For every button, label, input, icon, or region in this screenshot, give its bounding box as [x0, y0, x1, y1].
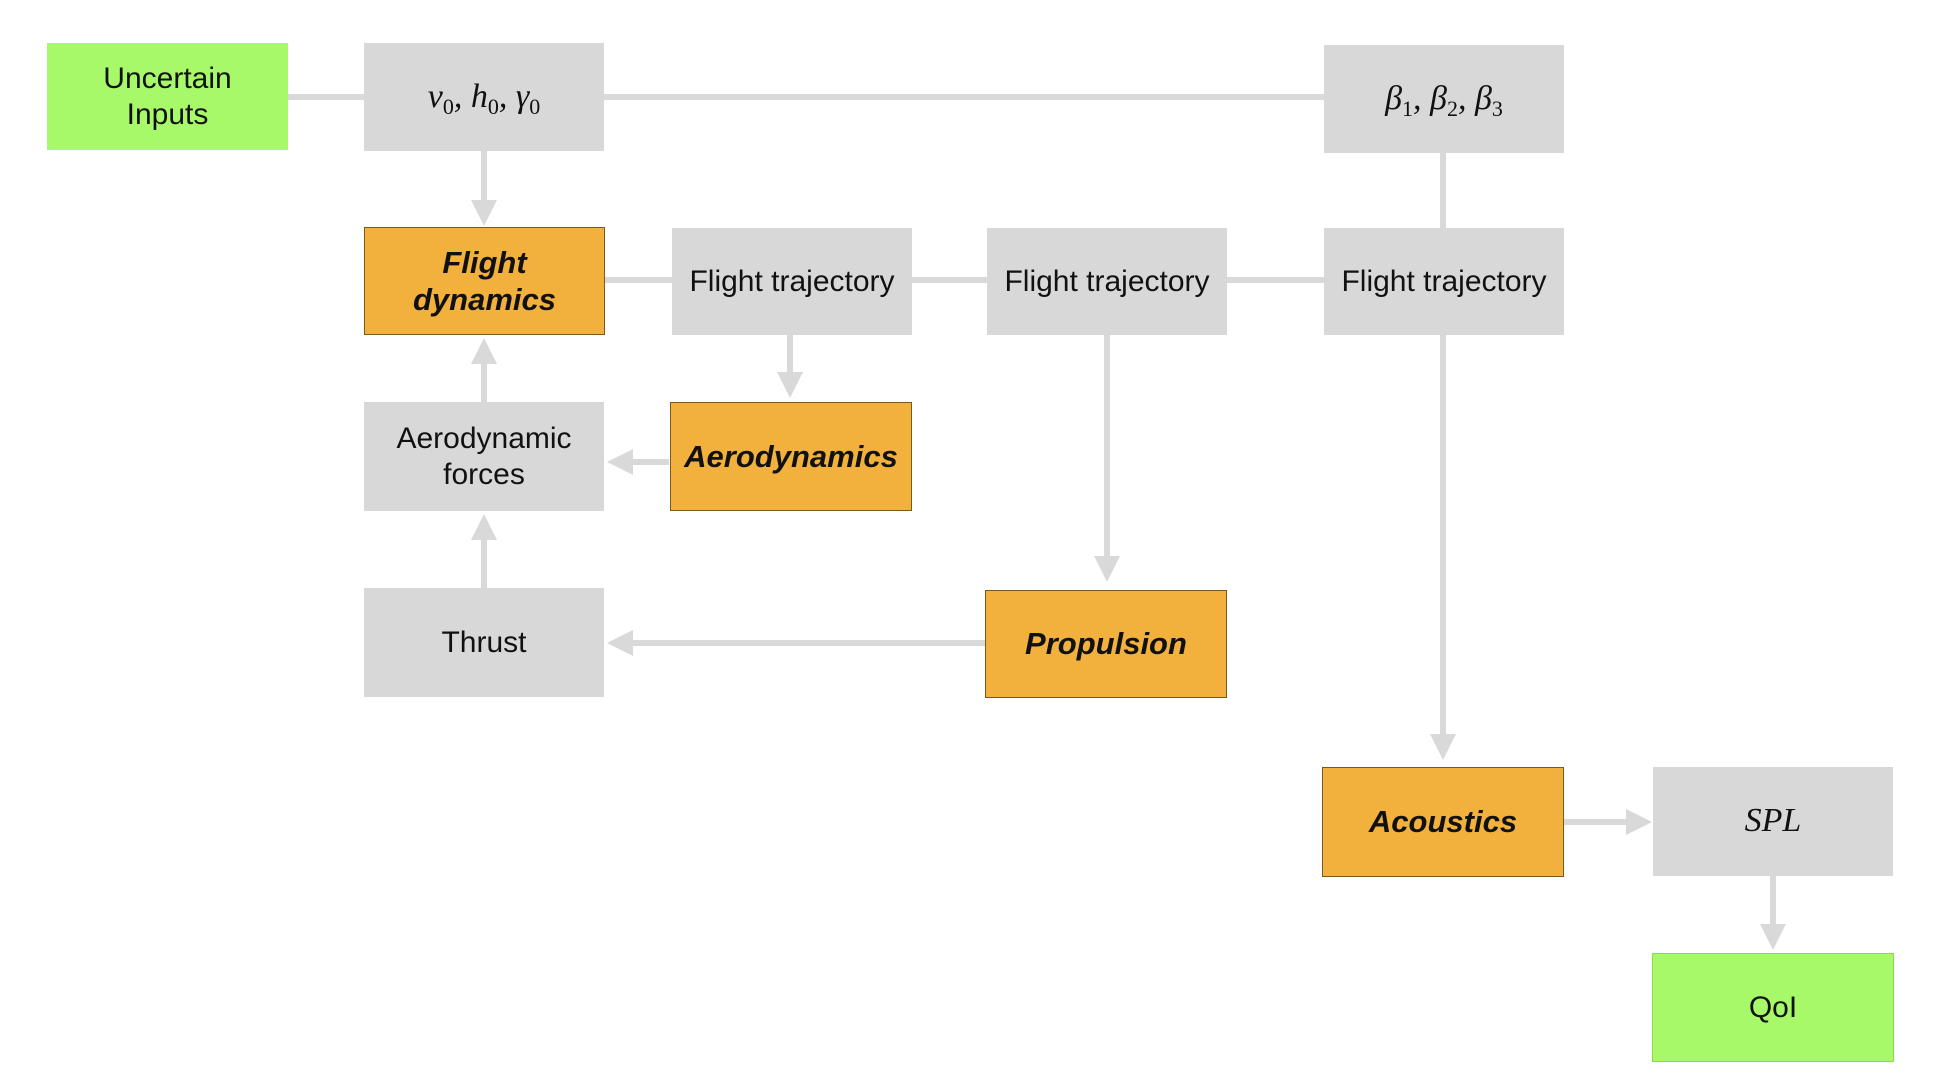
flight-trajectory-label-3: Flight trajectory [1341, 264, 1547, 298]
initial-conditions-label: v0, h0, γ0 [428, 77, 541, 118]
flight-trajectory-node-2: Flight trajectory [987, 228, 1227, 335]
flight-path-angle-subscript: 0 [529, 93, 541, 119]
aerodynamic-forces-node: Aerodynamic forces [364, 402, 604, 511]
flight-trajectory-node-1: Flight trajectory [672, 228, 912, 335]
beta-parameters-label: β1, β2, β3 [1385, 79, 1503, 120]
beta1-subscript: 1 [1402, 95, 1414, 121]
propulsion-node: Propulsion [985, 590, 1227, 698]
flight-trajectory-label-2: Flight trajectory [1004, 264, 1210, 298]
acoustics-node: Acoustics [1322, 767, 1564, 877]
separator: , [1413, 79, 1431, 117]
flight-path-angle-symbol: γ [515, 77, 530, 115]
uncertain-inputs-line2: Inputs [126, 97, 209, 131]
thrust-label: Thrust [441, 625, 527, 659]
qoi-node: QoI [1652, 953, 1894, 1062]
separator: , [453, 77, 471, 115]
flight-dynamics-line1: Flight [442, 244, 527, 280]
aerodynamics-label: Aerodynamics [684, 438, 898, 474]
uncertain-inputs-node: Uncertain Inputs [47, 43, 288, 150]
velocity-subscript: 0 [442, 93, 454, 119]
beta2-subscript: 2 [1446, 95, 1458, 121]
thrust-node: Thrust [364, 588, 604, 697]
acoustics-label: Acoustics [1368, 804, 1518, 840]
aerodynamic-forces-line1: Aerodynamic [396, 421, 572, 455]
flight-trajectory-node-3: Flight trajectory [1324, 228, 1564, 335]
velocity-symbol: v [427, 77, 443, 115]
separator: , [1457, 79, 1475, 117]
qoi-label: QoI [1748, 990, 1798, 1024]
altitude-subscript: 0 [487, 93, 499, 119]
uncertain-inputs-line1: Uncertain [103, 61, 232, 95]
aerodynamics-node: Aerodynamics [670, 402, 912, 511]
beta1-symbol: β [1385, 79, 1403, 117]
flight-dynamics-line2: dynamics [412, 282, 556, 317]
initial-conditions-node: v0, h0, γ0 [364, 43, 604, 151]
propulsion-label: Propulsion [1025, 626, 1187, 662]
beta3-subscript: 3 [1491, 95, 1503, 121]
altitude-symbol: h [470, 77, 488, 115]
flight-dynamics-node: Flight dynamics [364, 227, 605, 335]
beta3-symbol: β [1474, 79, 1492, 117]
beta-parameters-node: β1, β2, β3 [1324, 45, 1564, 153]
spl-label: SPL [1744, 802, 1802, 840]
aerodynamic-forces-line2: forces [443, 457, 525, 491]
beta2-symbol: β [1430, 79, 1447, 117]
spl-node: SPL [1653, 767, 1893, 876]
flight-trajectory-label-1: Flight trajectory [689, 264, 895, 298]
separator: , [498, 77, 516, 115]
